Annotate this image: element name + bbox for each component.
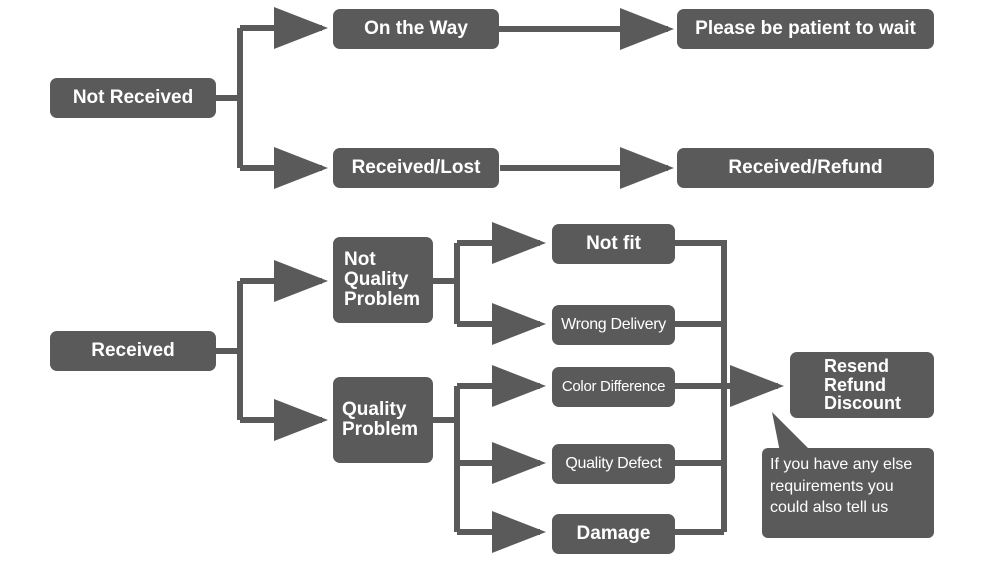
node-quality-problem: Quality Problem: [333, 377, 433, 463]
node-received: Received: [50, 331, 216, 371]
node-not-fit: Not fit: [552, 224, 675, 264]
note-callout-pointer: [772, 412, 812, 452]
node-not-received: Not Received: [50, 78, 216, 118]
node-damage: Damage: [552, 514, 675, 554]
connector-not-received-trunk: [215, 28, 243, 168]
node-color-difference: Color Difference: [552, 367, 675, 407]
node-on-the-way: On the Way: [333, 9, 499, 49]
node-wrong-delivery: Wrong Delivery: [552, 305, 675, 345]
connector-quality-trunk: [432, 386, 460, 532]
connector-not-quality-trunk: [432, 243, 460, 324]
note-extra-requirements: If you have any else requirements you co…: [762, 448, 934, 538]
connector-merge-bus: [675, 240, 727, 535]
node-received-refund: Received/Refund: [677, 148, 934, 188]
node-please-wait: Please be patient to wait: [677, 9, 934, 49]
connector-received-trunk: [215, 281, 243, 420]
node-received-lost: Received/Lost: [333, 148, 499, 188]
node-quality-defect: Quality Defect: [552, 444, 675, 484]
node-not-quality-problem: Not Quality Problem: [333, 237, 433, 323]
node-resend-refund-discount: Resend Refund Discount: [790, 352, 934, 418]
